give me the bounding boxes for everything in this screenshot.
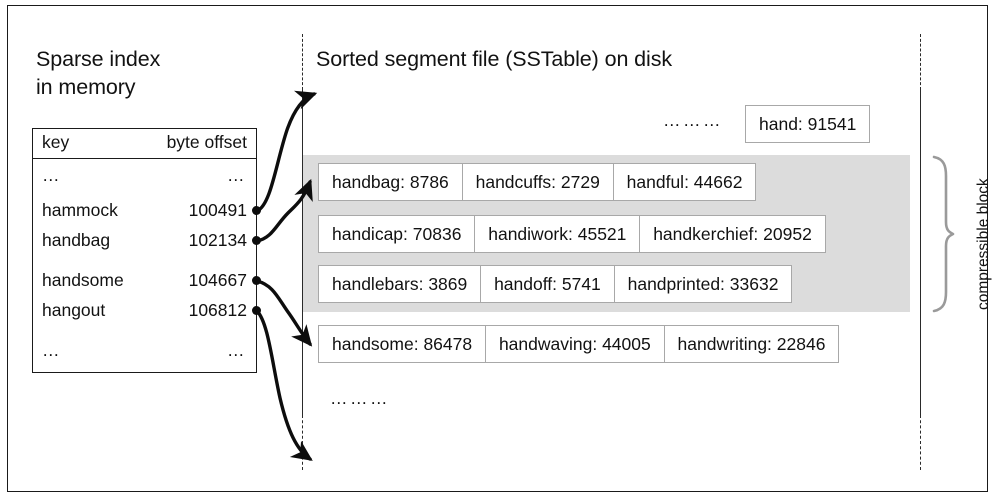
column-header-key: key: [42, 132, 70, 152]
sstable-top-ellipsis: ………: [663, 110, 723, 130]
sstable-entry: handiwork: 45521: [474, 215, 641, 253]
sstable-entry: handoff: 5741: [480, 265, 615, 303]
sstable-entry-hand: hand: 91541: [745, 105, 871, 143]
right-rail-dashed-top: [920, 34, 921, 90]
sstable-entry: handsome: 86478: [318, 325, 487, 363]
left-rail-dashed-bottom: [302, 415, 303, 470]
sstable-row-2: handicap: 70836 handiwork: 45521 handker…: [318, 215, 826, 253]
pointer-dot-handbag: [252, 236, 261, 245]
sstable-row-3: handlebars: 3869 handoff: 5741 handprint…: [318, 265, 793, 303]
sstable-entry: handful: 44662: [612, 163, 757, 201]
table-row: … …: [33, 165, 256, 190]
sparse-index-heading: Sparse index in memory: [36, 47, 161, 99]
right-rail-dashed-bottom: [920, 415, 921, 470]
index-key: hammock: [42, 200, 118, 220]
index-key: handsome: [42, 270, 124, 290]
sstable-entry: handprinted: 33632: [613, 265, 793, 303]
sstable-row-1: handbag: 8786 handcuffs: 2729 handful: 4…: [318, 163, 757, 201]
index-offset: …: [227, 340, 247, 360]
sparse-index-body: … … hammock 100491 handbag 102134 handso…: [33, 159, 256, 371]
pointer-dot-hammock: [252, 206, 261, 215]
sstable-entry: handwriting: 22846: [663, 325, 840, 363]
index-offset: 100491: [188, 200, 247, 220]
sstable-row-4: handsome: 86478 handwaving: 44005 handwr…: [318, 325, 840, 363]
sstable-heading: Sorted segment file (SSTable) on disk: [316, 47, 673, 71]
left-rail-dashed-top: [302, 34, 303, 90]
left-rail-solid: [302, 90, 303, 415]
table-row: hangout 106812: [33, 300, 256, 325]
index-offset: …: [227, 165, 247, 185]
sparse-index-header-row: key byte offset: [33, 129, 256, 159]
sstable-entry: handcuffs: 2729: [461, 163, 614, 201]
sstable-entry: handicap: 70836: [318, 215, 476, 253]
right-rail-solid: [920, 90, 921, 415]
table-row: handbag 102134: [33, 230, 256, 255]
sstable-entry: handlebars: 3869: [318, 265, 482, 303]
index-offset: 102134: [188, 230, 247, 250]
sstable-bottom-ellipsis: ………: [330, 388, 390, 408]
pointer-dot-hangout: [252, 306, 261, 315]
pointer-dot-handsome: [252, 276, 261, 285]
index-offset: 106812: [188, 300, 247, 320]
index-key: hangout: [42, 300, 106, 320]
sparse-index-table: key byte offset … … hammock 100491 handb…: [32, 128, 257, 373]
index-key: …: [42, 340, 62, 360]
index-offset: 104667: [188, 270, 247, 290]
compressible-block-label: compressible block: [975, 178, 992, 310]
index-key: handbag: [42, 230, 111, 250]
table-row: handsome 104667: [33, 270, 256, 295]
sstable-entry: handkerchief: 20952: [639, 215, 826, 253]
sstable-entry: handbag: 8786: [318, 163, 463, 201]
column-header-byte-offset: byte offset: [166, 132, 247, 152]
table-row: … …: [33, 340, 256, 365]
sstable-entry: handwaving: 44005: [484, 325, 665, 363]
table-row: hammock 100491: [33, 200, 256, 225]
index-key: …: [42, 165, 62, 185]
